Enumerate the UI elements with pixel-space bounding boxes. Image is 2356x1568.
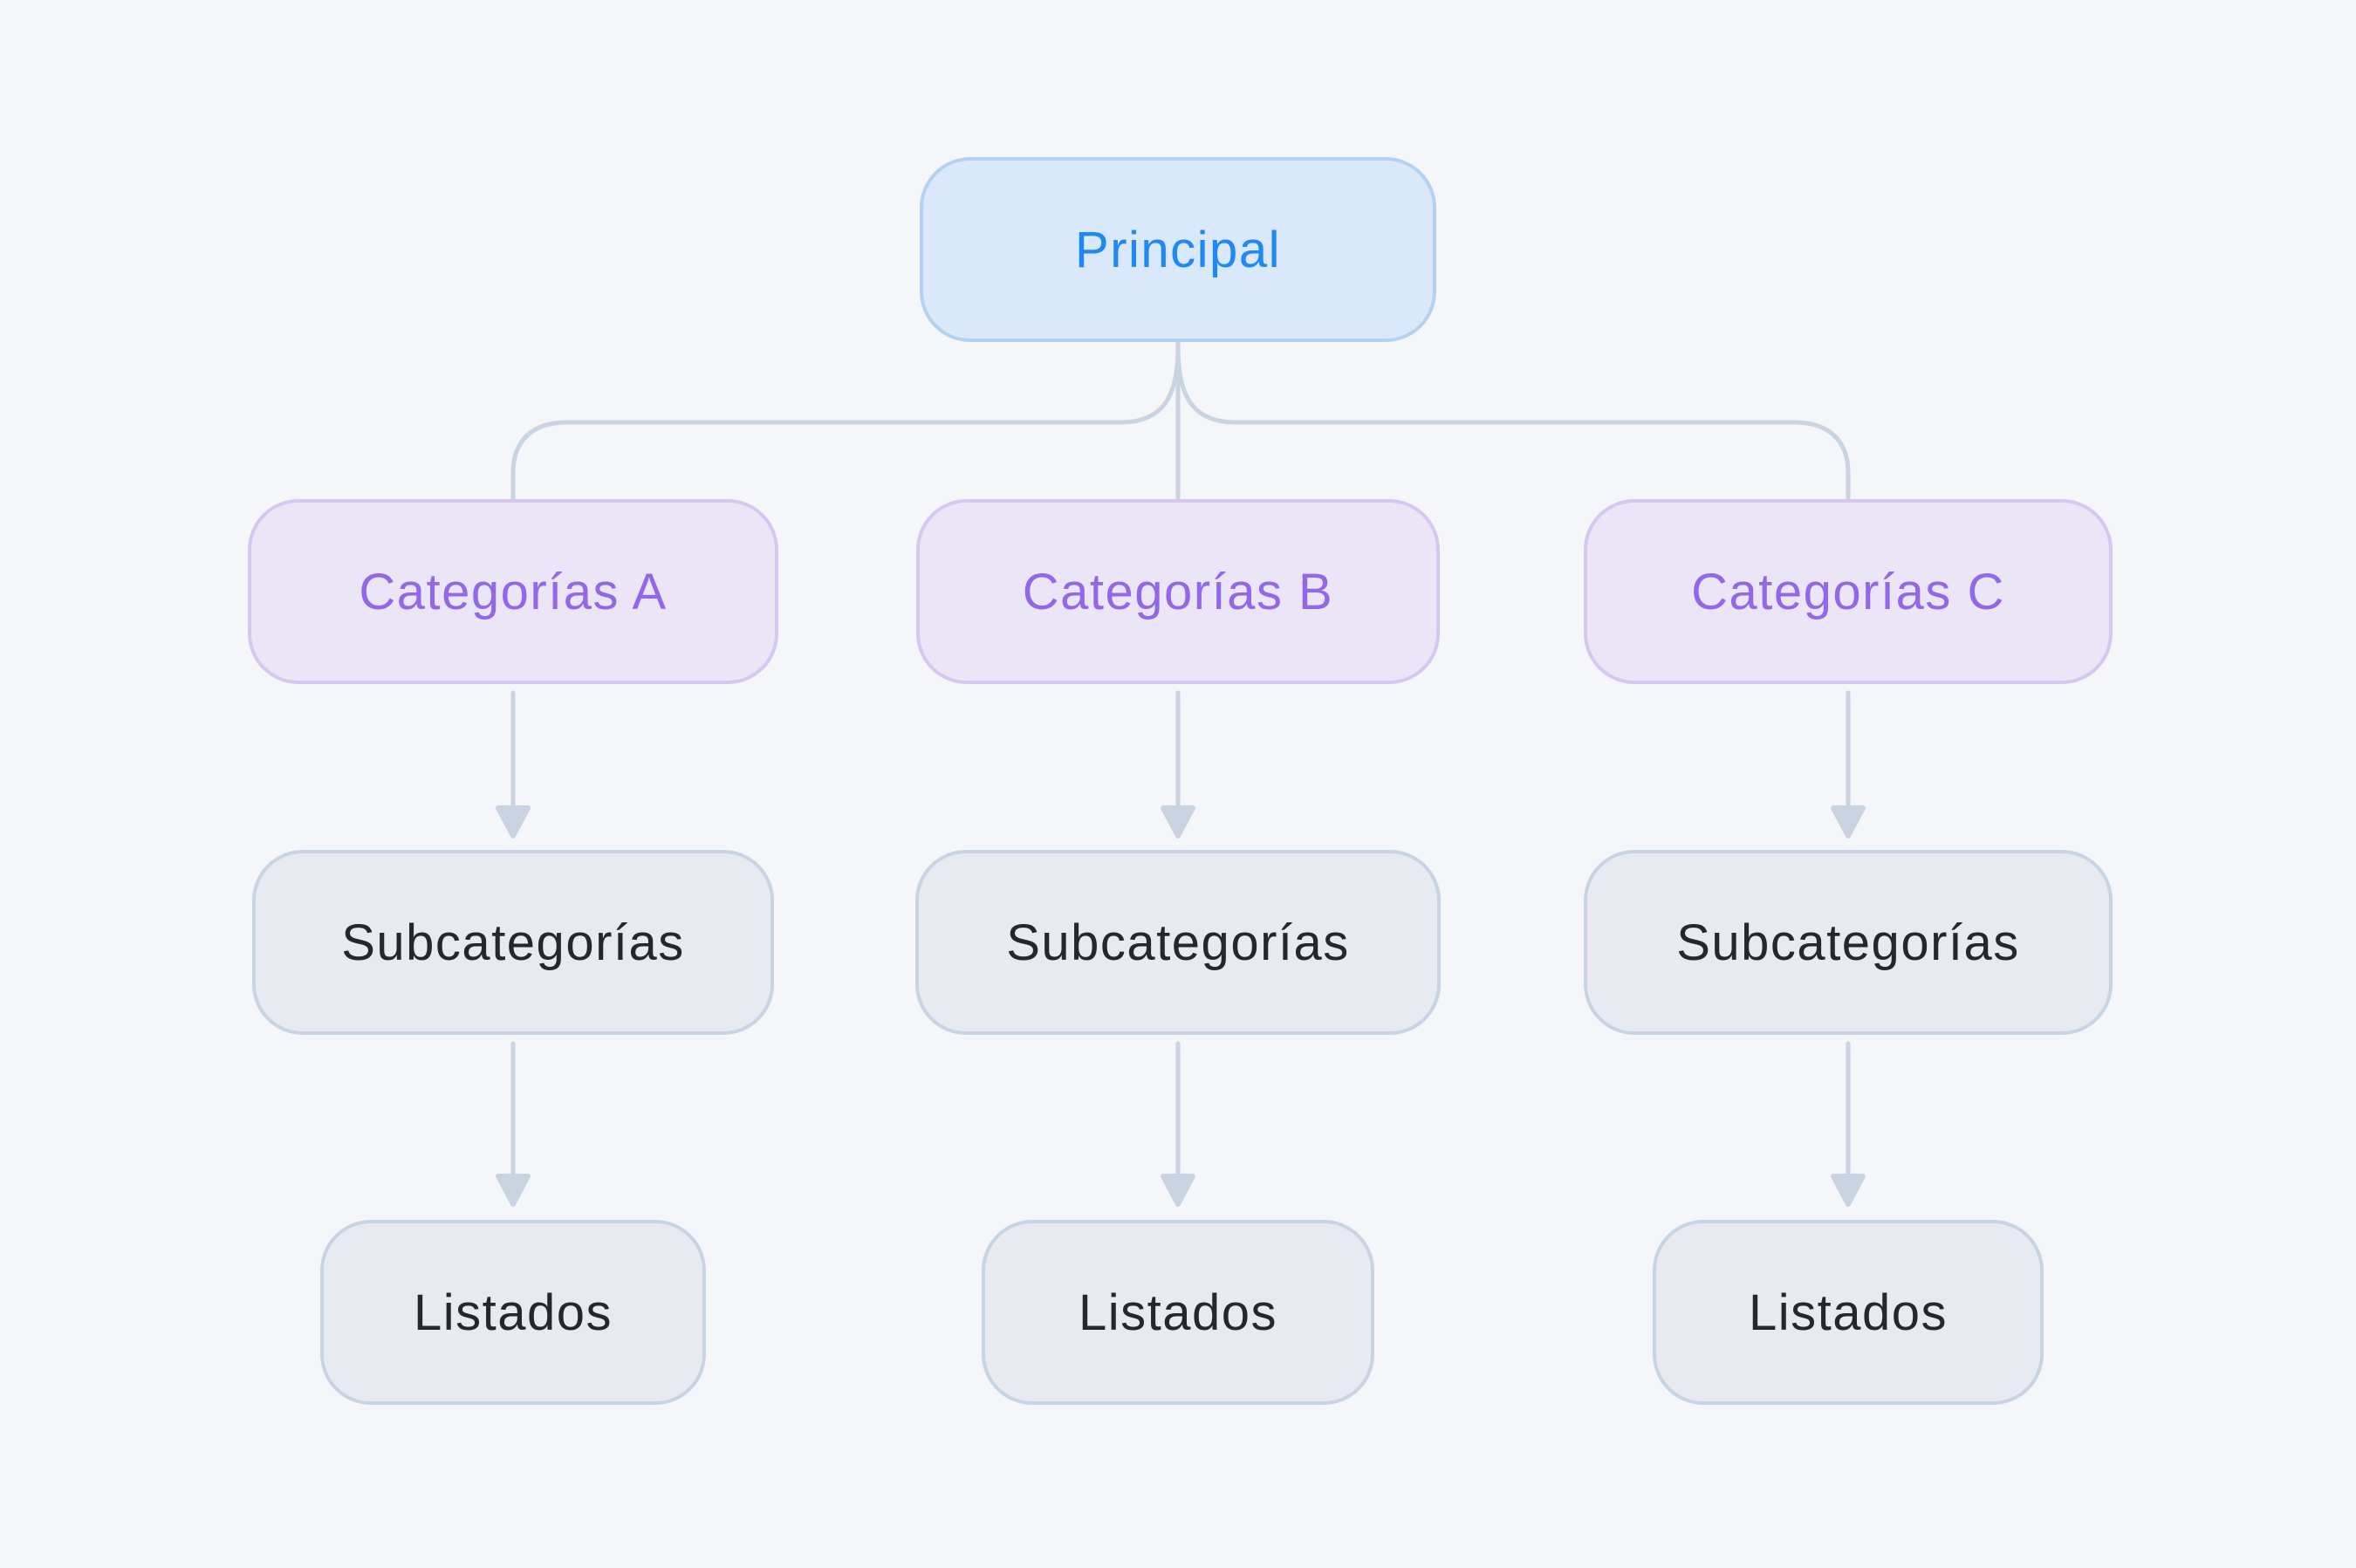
node-listados-b: Listados	[982, 1220, 1374, 1405]
node-principal-label: Principal	[1075, 221, 1281, 278]
arrowhead-sub-a-to-list-a	[496, 1174, 531, 1207]
node-categorias-c: Categorías C	[1584, 499, 2113, 684]
arrowhead-sub-c-to-list-c	[1831, 1174, 1866, 1207]
node-listados-c: Listados	[1653, 1220, 2044, 1405]
edge-principal-to-cat-a	[510, 345, 1181, 502]
arrowhead-cat-c-to-sub-c	[1831, 805, 1866, 839]
node-listados-b-label: Listados	[1078, 1284, 1278, 1341]
node-subcategorias-c: Subcategorías	[1584, 850, 2113, 1035]
node-listados-a: Listados	[320, 1220, 706, 1405]
node-categorias-a: Categorías A	[248, 499, 778, 684]
node-listados-a-label: Listados	[413, 1284, 613, 1341]
arrowhead-sub-b-to-list-b	[1161, 1174, 1195, 1207]
arrowhead-cat-a-to-sub-a	[496, 805, 531, 839]
node-categorias-b: Categorías B	[916, 499, 1440, 684]
node-listados-c-label: Listados	[1748, 1284, 1948, 1341]
node-subcategorias-a-label: Subcategorías	[341, 914, 685, 971]
node-categorias-a-label: Categorías A	[359, 563, 668, 620]
node-categorias-c-label: Categorías C	[1691, 563, 2005, 620]
node-principal: Principal	[920, 157, 1436, 342]
node-subcategorias-c-label: Subcategorías	[1676, 914, 2020, 971]
node-subcategorias-b: Subcategorías	[915, 850, 1441, 1035]
edge-principal-to-cat-c	[1175, 345, 1851, 502]
node-subcategorias-b-label: Subcategorías	[1006, 914, 1350, 971]
node-categorias-b-label: Categorías B	[1022, 563, 1334, 620]
arrowhead-cat-b-to-sub-b	[1161, 805, 1195, 839]
node-subcategorias-a: Subcategorías	[252, 850, 774, 1035]
